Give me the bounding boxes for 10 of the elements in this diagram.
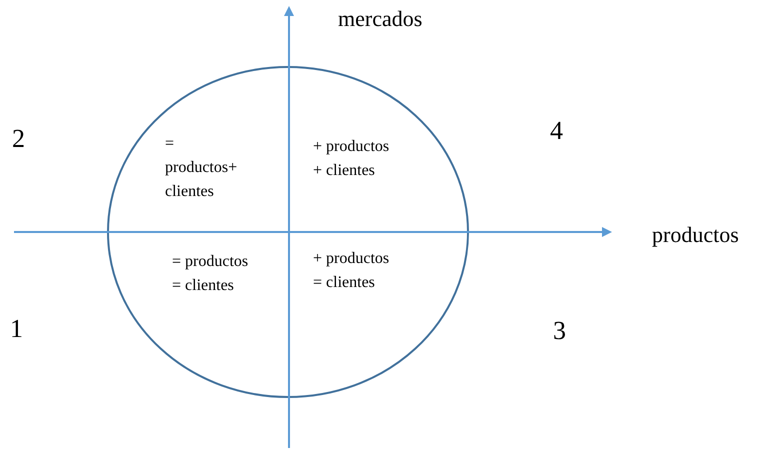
quadrant-number: 4 [550,116,563,146]
quadrant-text: + productos + clientes [313,137,390,181]
axis-label: productos [652,222,739,248]
quadrant-number: 1 [10,314,23,344]
quadrant-number: 3 [553,316,566,346]
quadrant-number: 2 [12,124,25,154]
quadrant-text: = productos+ clientes [165,134,238,202]
axis-label: mercados [338,6,422,32]
quadrant-text: = productos = clientes [172,252,250,296]
quadrant-text: + productos = clientes [313,249,390,293]
